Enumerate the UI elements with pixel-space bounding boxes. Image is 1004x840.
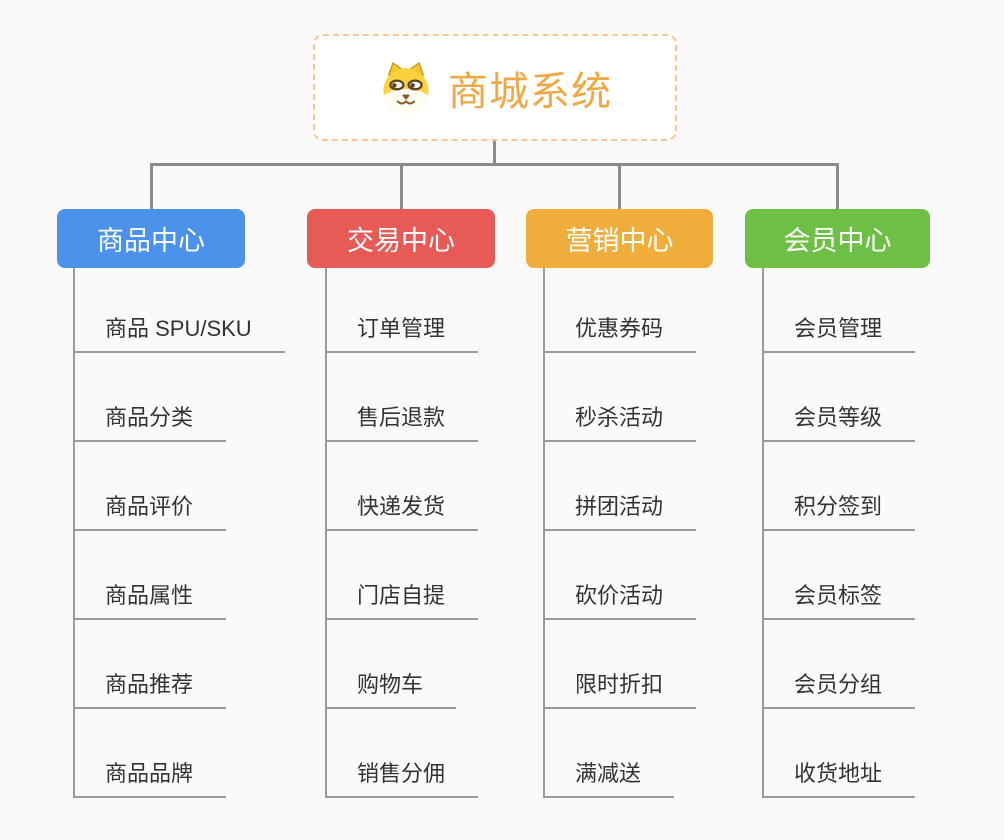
leaf-node[interactable]: 商品评价: [73, 493, 227, 531]
leaf-node[interactable]: 砍价活动: [543, 582, 697, 620]
leaf-node[interactable]: 会员标签: [762, 582, 916, 620]
leaf-node[interactable]: 积分签到: [762, 493, 916, 531]
connector-drop-trade-center: [400, 163, 403, 209]
leaf-node[interactable]: 快递发货: [325, 493, 479, 531]
connector-drop-member-center: [836, 163, 839, 209]
leaf-node[interactable]: 限时折扣: [543, 671, 697, 709]
leaf-node[interactable]: 优惠券码: [543, 315, 697, 353]
root-node-mall-system[interactable]: 商城系统: [313, 34, 677, 141]
connector-trunk-member-center: [762, 268, 764, 798]
leaf-node[interactable]: 销售分佣: [325, 760, 479, 798]
root-title: 商城系统: [448, 69, 612, 114]
leaf-node[interactable]: 售后退款: [325, 404, 479, 442]
leaf-node[interactable]: 商品分类: [73, 404, 227, 442]
leaf-node[interactable]: 会员分组: [762, 671, 916, 709]
connector-drop-marketing-center: [618, 163, 621, 209]
leaf-node[interactable]: 会员管理: [762, 315, 916, 353]
connector-root-stub: [493, 141, 496, 166]
leaf-node[interactable]: 商品属性: [73, 582, 227, 620]
connector-trunk-product-center: [73, 268, 75, 798]
leaf-node[interactable]: 满减送: [543, 760, 675, 798]
connector-rail: [150, 163, 839, 166]
leaf-node[interactable]: 商品品牌: [73, 760, 227, 798]
leaf-node[interactable]: 秒杀活动: [543, 404, 697, 442]
leaf-node[interactable]: 购物车: [325, 671, 457, 709]
leaf-node[interactable]: 门店自提: [325, 582, 479, 620]
leaf-node[interactable]: 商品 SPU/SKU: [73, 315, 285, 353]
branch-node-product-center[interactable]: 商品中心: [57, 209, 245, 268]
shiba-dog-icon: [378, 61, 434, 114]
connector-drop-product-center: [150, 163, 153, 209]
connector-trunk-marketing-center: [543, 268, 545, 798]
leaf-node[interactable]: 订单管理: [325, 315, 479, 353]
leaf-node[interactable]: 收货地址: [762, 760, 916, 798]
leaf-node[interactable]: 会员等级: [762, 404, 916, 442]
leaf-node[interactable]: 商品推荐: [73, 671, 227, 709]
branch-node-marketing-center[interactable]: 营销中心: [526, 209, 713, 268]
leaf-node[interactable]: 拼团活动: [543, 493, 697, 531]
branch-node-trade-center[interactable]: 交易中心: [307, 209, 495, 268]
branch-node-member-center[interactable]: 会员中心: [745, 209, 930, 268]
connector-trunk-trade-center: [325, 268, 327, 798]
